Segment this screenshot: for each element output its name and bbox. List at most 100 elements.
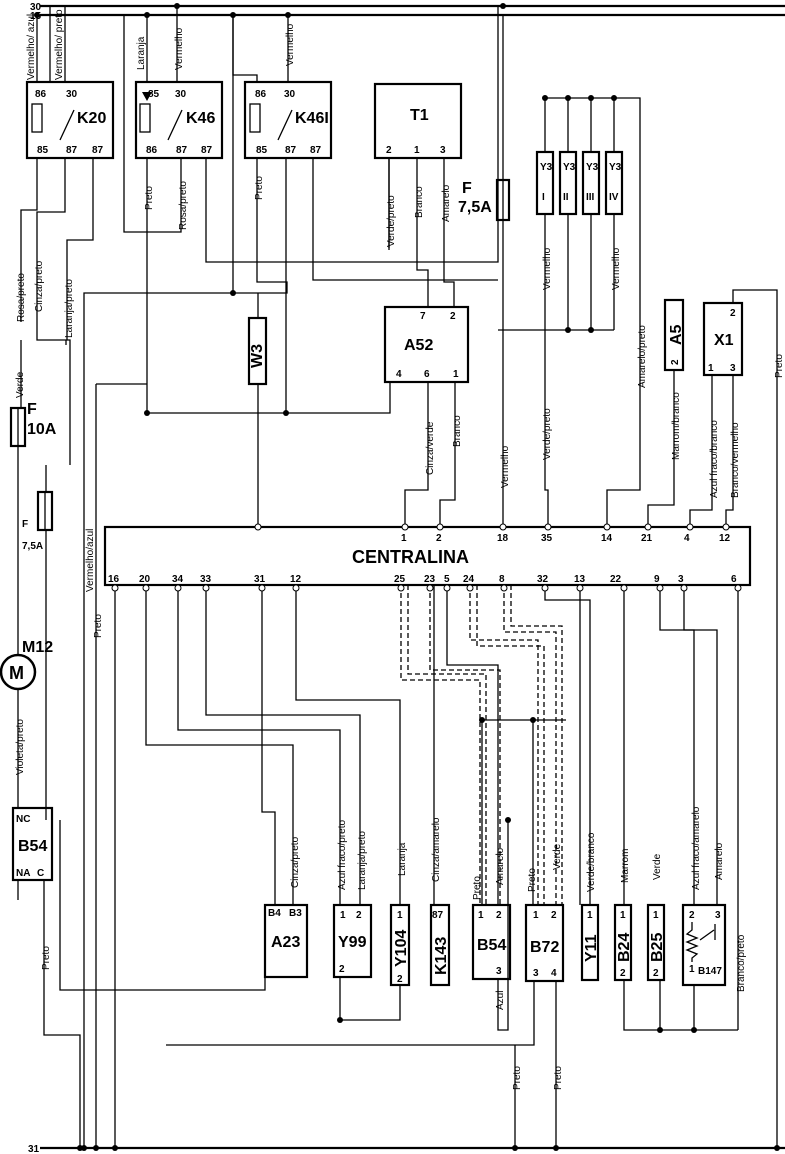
svg-text:Vermelho: Vermelho [285,23,296,66]
svg-text:B4: B4 [268,908,281,919]
svg-text:12: 12 [719,533,731,544]
svg-text:35: 35 [541,533,553,544]
svg-text:7: 7 [420,311,426,322]
rail-30-label: 30 [30,2,42,13]
svg-text:1: 1 [397,910,403,921]
sensor-b54: 1 2 B54 3 [471,903,512,981]
svg-text:Verde/preto: Verde/preto [386,195,397,247]
svg-text:Amarelo: Amarelo [714,842,725,880]
svg-text:21: 21 [641,533,653,544]
fuse-7-5a-left: F 7,5A [22,490,54,552]
svg-text:Amarelo: Amarelo [441,184,452,222]
svg-text:Preto: Preto [553,1066,564,1090]
svg-text:Vermelho: Vermelho [542,247,553,290]
svg-text:C: C [37,868,44,879]
svg-text:Rosa/preto: Rosa/preto [16,273,27,322]
svg-text:A5: A5 [668,324,685,345]
svg-text:Azul: Azul [495,991,506,1010]
svg-text:9: 9 [654,574,660,585]
switch-b54: NC B54 NA C [11,806,54,882]
svg-text:30: 30 [284,89,296,100]
svg-text:Vermelho: Vermelho [611,247,622,290]
rail-31-label: 31 [28,1144,40,1154]
svg-text:Branco/preto: Branco/preto [736,934,747,992]
svg-text:Y99: Y99 [338,934,367,951]
svg-text:B25: B25 [649,933,666,962]
svg-text:A52: A52 [404,337,433,354]
svg-text:M12: M12 [22,639,53,656]
svg-text:Preto: Preto [144,186,155,210]
component-a23: B4 B3 A23 [263,903,309,979]
svg-text:B147: B147 [698,966,722,977]
svg-text:2: 2 [496,910,502,921]
svg-text:II: II [563,192,569,203]
ecu-pin-markers [111,523,742,592]
svg-text:Vermelho/azul: Vermelho/azul [85,529,96,592]
svg-text:4: 4 [684,533,690,544]
svg-text:Azul fraco/amarelo: Azul fraco/amarelo [691,806,702,890]
svg-text:1: 1 [414,145,420,156]
svg-text:W3: W3 [249,344,266,368]
svg-text:Marrom: Marrom [620,849,631,883]
svg-text:24: 24 [463,574,475,585]
svg-text:22: 22 [610,574,622,585]
wire-labels: Vermelho/ azul Vermelho/ preto Laranja V… [15,9,785,1090]
relay-k46i: 86 30 85 87 87 K46I [243,80,333,160]
component-a5: A5 2 [663,298,685,372]
svg-text:Vermelho/ preto: Vermelho/ preto [54,9,65,80]
svg-text:2: 2 [450,311,456,322]
svg-text:Branco: Branco [452,415,463,447]
svg-text:Verde: Verde [15,371,26,398]
svg-text:2: 2 [653,968,659,979]
component-k143: 87 K143 [429,903,451,987]
svg-text:33: 33 [200,574,212,585]
svg-text:NA: NA [16,868,30,879]
svg-text:5: 5 [444,574,450,585]
wire-network [17,6,778,1148]
svg-text:3: 3 [678,574,684,585]
svg-text:B72: B72 [530,939,559,956]
fuse-7-5a-top: F 7,5A [458,178,511,222]
svg-text:3: 3 [533,968,539,979]
component-y11: 1 Y11 [580,903,600,982]
component-w3: W3 [247,316,268,386]
svg-text:87: 87 [432,910,444,921]
svg-text:1: 1 [340,910,346,921]
svg-text:Vermelho: Vermelho [500,445,511,488]
svg-text:III: III [586,192,595,203]
svg-text:6: 6 [731,574,737,585]
svg-text:B3: B3 [289,908,302,919]
svg-text:23: 23 [424,574,436,585]
component-y99: 1 2 Y99 2 [332,903,373,979]
svg-text:6: 6 [424,369,430,380]
relay-k20: 86 30 85 87 87 K20 [25,80,115,160]
svg-text:2: 2 [339,964,345,975]
svg-text:1: 1 [620,910,626,921]
svg-text:85: 85 [148,89,160,100]
svg-text:34: 34 [172,574,184,585]
svg-text:Preto: Preto [527,868,538,892]
svg-text:Vermelho: Vermelho [174,27,185,70]
svg-text:A23: A23 [271,934,300,951]
svg-text:IV: IV [609,192,619,203]
svg-text:Y3: Y3 [586,162,599,173]
svg-text:2: 2 [551,910,557,921]
fuse-10a: F 10A [9,401,57,448]
svg-text:1: 1 [478,910,484,921]
svg-text:1: 1 [453,369,459,380]
svg-text:Preto: Preto [93,614,104,638]
svg-text:Y11: Y11 [583,934,600,962]
svg-text:Preto: Preto [254,176,265,200]
svg-text:Azul fraco/preto: Azul fraco/preto [337,820,348,890]
svg-text:1: 1 [587,910,593,921]
svg-text:7,5A: 7,5A [458,199,492,216]
svg-text:13: 13 [574,574,586,585]
svg-text:87: 87 [310,145,322,156]
svg-text:1: 1 [533,910,539,921]
relay-k20-name: K20 [77,110,106,127]
svg-text:16: 16 [108,574,120,585]
svg-text:25: 25 [394,574,406,585]
